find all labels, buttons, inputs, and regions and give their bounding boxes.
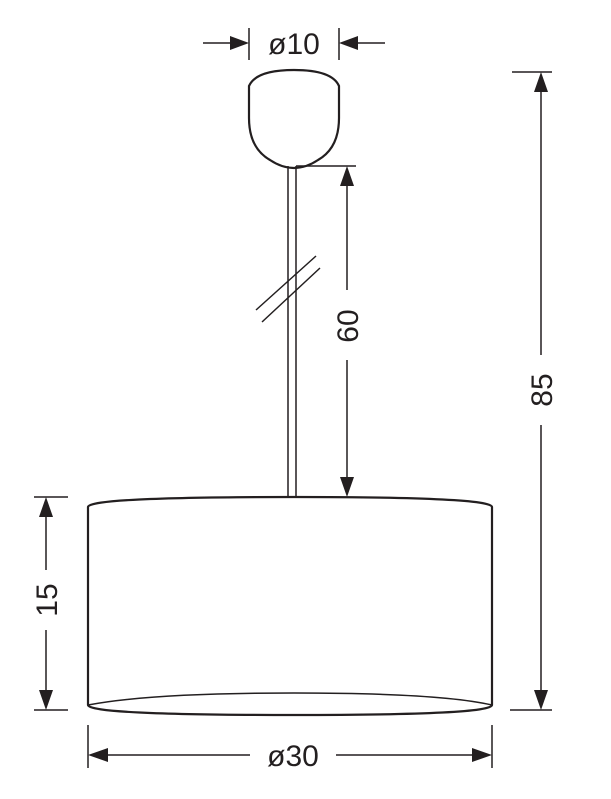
cable-length-label: 60	[332, 309, 365, 342]
arrow-right-icon	[472, 748, 492, 762]
canopy-diameter-label: ø10	[268, 28, 320, 61]
cable-length-dimension: 60	[296, 165, 365, 497]
arrow-up-icon	[39, 497, 53, 517]
shade-bottom-rim	[87, 692, 493, 706]
arrow-down-icon	[340, 477, 354, 497]
shade-height-label: 15	[31, 583, 64, 616]
drum-shade	[86, 495, 494, 717]
ceiling-canopy	[247, 68, 341, 170]
arrow-left-icon	[339, 36, 358, 50]
arrow-up-icon	[534, 72, 548, 92]
total-height-label: 85	[526, 373, 559, 406]
arrow-down-icon	[39, 690, 53, 710]
arrow-down-icon	[534, 690, 548, 710]
shade-diameter-label: ø30	[267, 740, 319, 773]
arrow-up-icon	[340, 166, 354, 186]
cable-break-mark	[261, 267, 321, 323]
shade-height-dimension: 15	[31, 496, 68, 711]
pendant-lamp	[86, 68, 494, 717]
total-height-dimension: 85	[510, 71, 559, 711]
arrow-right-icon	[230, 36, 249, 50]
cable-break-mark	[255, 255, 317, 311]
arrow-left-icon	[88, 748, 108, 762]
shade-diameter-dimension: ø30	[87, 725, 493, 773]
canopy-diameter-dimension: ø10	[203, 28, 385, 61]
